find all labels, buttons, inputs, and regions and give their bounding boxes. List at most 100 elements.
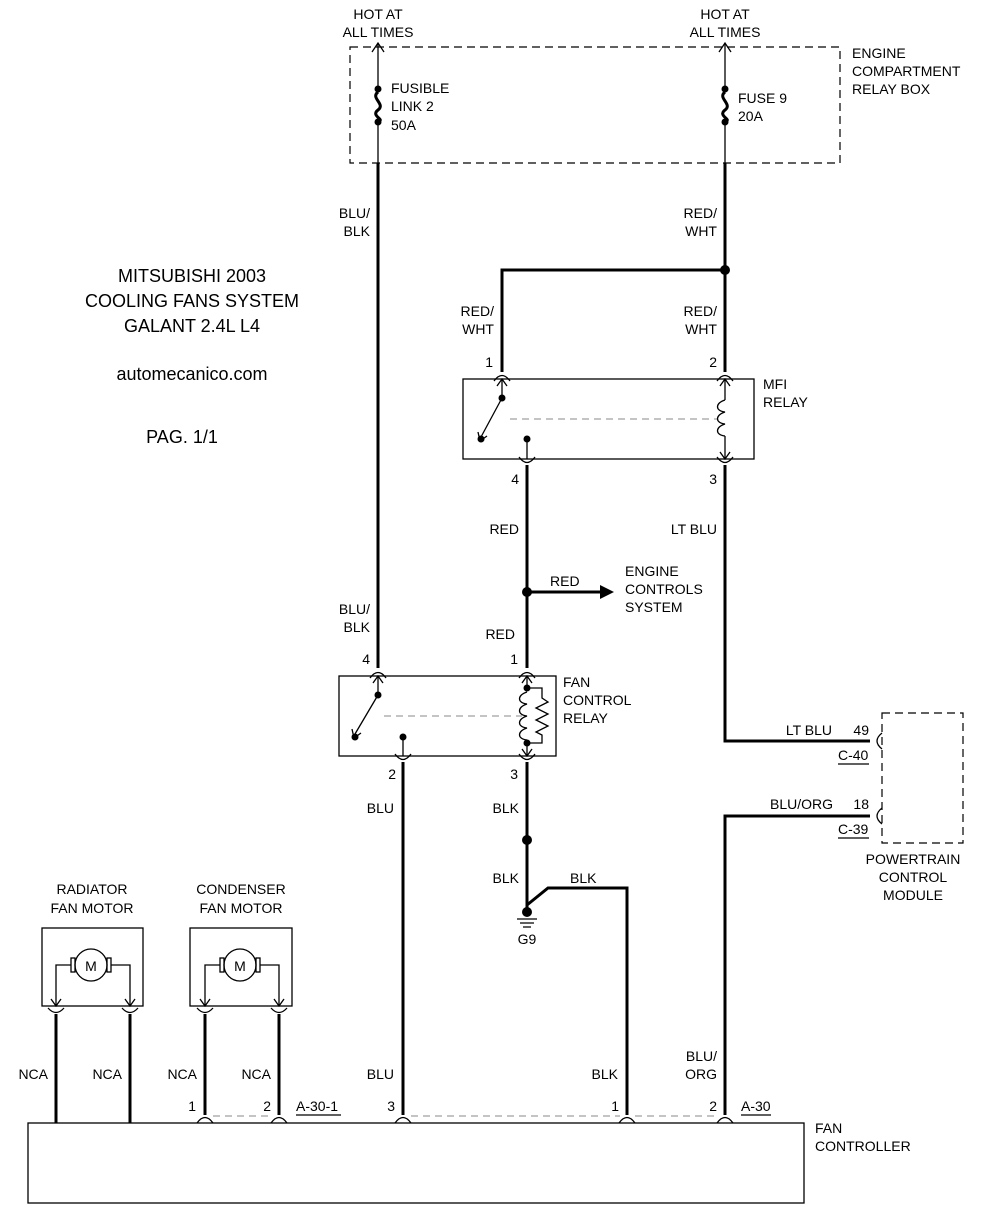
arrow-engine-controls [600, 585, 614, 599]
controller-pin-a301-2: 2 [263, 1098, 271, 1114]
fcr-pin-3: 3 [510, 766, 518, 782]
svg-text:FAN: FAN [563, 674, 590, 690]
svg-text:RADIATOR: RADIATOR [56, 881, 127, 897]
svg-text:20A: 20A [738, 108, 764, 124]
svg-text:FAN MOTOR: FAN MOTOR [51, 900, 134, 916]
controller-pin-a301-1: 1 [188, 1098, 196, 1114]
svg-text:BLU/: BLU/ [339, 205, 370, 221]
pcm-conn-c40: C-40 [838, 747, 869, 763]
controller-conn-a30: A-30 [741, 1098, 771, 1114]
svg-text:HOT AT: HOT AT [700, 6, 750, 22]
svg-text:G9: G9 [518, 931, 537, 947]
svg-text:FAN MOTOR: FAN MOTOR [200, 900, 283, 916]
svg-text:ENGINE: ENGINE [625, 563, 679, 579]
svg-text:MODULE: MODULE [883, 887, 943, 903]
ground-g9: G9 [517, 907, 537, 947]
wire-label-nca-1: NCA [18, 1066, 48, 1082]
svg-text:ENGINE: ENGINE [852, 45, 906, 61]
wire-label-blu-blk-top: BLU/ BLK [339, 205, 371, 239]
pcm-conn-c39: C-39 [838, 821, 869, 837]
title-line-1: MITSUBISHI 2003 [118, 266, 266, 286]
wire-label-blk-2: BLK [493, 870, 520, 886]
title-line-3: GALANT 2.4L L4 [124, 316, 260, 336]
wire-label-blu-bottom: BLU [367, 1066, 394, 1082]
splice-blk [522, 835, 532, 845]
controller-pin-a30-3: 3 [387, 1098, 395, 1114]
fcr-pin-2: 2 [388, 766, 396, 782]
wire-label-blk-1: BLK [493, 800, 520, 816]
svg-text:RELAY: RELAY [563, 710, 609, 726]
mfi-relay-label: MFI RELAY [763, 376, 809, 410]
controller-pin-a30-1: 1 [611, 1098, 619, 1114]
svg-text:CONTROLS: CONTROLS [625, 581, 703, 597]
fcr-pin-1: 1 [510, 651, 518, 667]
wire-label-lt-blu: LT BLU [671, 521, 717, 537]
svg-text:RELAY: RELAY [763, 394, 809, 410]
wire-label-nca-2: NCA [92, 1066, 122, 1082]
svg-text:ALL TIMES: ALL TIMES [343, 24, 414, 40]
svg-text:RED/: RED/ [684, 303, 718, 319]
controller-connectors [196, 1116, 734, 1124]
svg-text:HOT AT: HOT AT [353, 6, 403, 22]
pcm-label: POWERTRAIN CONTROL MODULE [866, 851, 961, 903]
svg-text:BLU/: BLU/ [686, 1048, 717, 1064]
wire-label-blu-blk-mid: BLU/ BLK [339, 601, 371, 635]
svg-text:RELAY BOX: RELAY BOX [852, 81, 931, 97]
svg-text:CONTROLLER: CONTROLLER [815, 1138, 911, 1154]
svg-text:BLK: BLK [344, 619, 371, 635]
radiator-fan-motor: M [41, 927, 144, 1008]
wire-label-lt-blu-pcm: LT BLU [786, 722, 832, 738]
wire-label-blu-org-bottom: BLU/ ORG [685, 1048, 717, 1082]
hot-at-all-times-label-2: HOT AT ALL TIMES [690, 6, 761, 40]
wire-label-blk-bottom: BLK [592, 1066, 619, 1082]
svg-text:WHT: WHT [685, 321, 717, 337]
svg-text:LINK 2: LINK 2 [391, 98, 434, 114]
wire-lt-blu [723, 465, 870, 743]
motor-symbol: M [234, 958, 246, 974]
fuse-9-label: FUSE 9 20A [738, 90, 787, 124]
motor-symbol: M [85, 958, 97, 974]
controller-conn-a301: A-30-1 [296, 1098, 338, 1114]
svg-text:50A: 50A [391, 117, 417, 133]
svg-text:WHT: WHT [685, 223, 717, 239]
svg-text:CONTROL: CONTROL [879, 869, 948, 885]
svg-text:RED/: RED/ [461, 303, 495, 319]
svg-text:RED/: RED/ [684, 205, 718, 221]
condenser-fan-motor-label: CONDENSER FAN MOTOR [196, 881, 285, 916]
fan-controller-label: FAN CONTROLLER [815, 1120, 911, 1154]
title-line-2: COOLING FANS SYSTEM [85, 291, 299, 311]
fan-controller [27, 1122, 805, 1204]
fan-control-relay: 4 1 2 3 [338, 651, 557, 782]
wire-label-red-branch: RED [550, 573, 580, 589]
wire-label-nca-3: NCA [167, 1066, 197, 1082]
radiator-fan-motor-label: RADIATOR FAN MOTOR [51, 881, 134, 916]
wire-label-red-wht-top: RED/ WHT [684, 205, 718, 239]
mfi-pin-2: 2 [709, 354, 717, 370]
hot-at-all-times-label-1: HOT AT ALL TIMES [343, 6, 414, 40]
mfi-pin-3: 3 [709, 471, 717, 487]
relay-box-label: ENGINE COMPARTMENT RELAY BOX [852, 45, 961, 97]
pcm-pin-49: 49 [853, 722, 869, 738]
site-name: automecanico.com [116, 364, 267, 384]
wire-label-blu: BLU [367, 800, 394, 816]
controller-pin-a30-2: 2 [709, 1098, 717, 1114]
splice-red-wht [720, 265, 730, 275]
svg-text:SYSTEM: SYSTEM [625, 599, 683, 615]
svg-text:FUSE 9: FUSE 9 [738, 90, 787, 106]
fuse-9 [718, 41, 732, 163]
wire-label-nca-4: NCA [241, 1066, 271, 1082]
svg-text:WHT: WHT [462, 321, 494, 337]
fcr-pin-4: 4 [362, 651, 370, 667]
svg-text:ALL TIMES: ALL TIMES [690, 24, 761, 40]
svg-text:BLK: BLK [344, 223, 371, 239]
wire-label-blu-org-pcm: BLU/ORG [770, 796, 833, 812]
mfi-pin-4: 4 [511, 471, 519, 487]
condenser-fan-motor: M [189, 927, 293, 1008]
title-block: MITSUBISHI 2003 COOLING FANS SYSTEM GALA… [85, 266, 299, 447]
wire-label-red-1: RED [489, 521, 519, 537]
page-number: PAG. 1/1 [146, 427, 218, 447]
wire-red-wht-left [500, 268, 725, 372]
svg-text:CONTROL: CONTROL [563, 692, 632, 708]
fusible-link-label: FUSIBLE LINK 2 50A [391, 80, 449, 133]
